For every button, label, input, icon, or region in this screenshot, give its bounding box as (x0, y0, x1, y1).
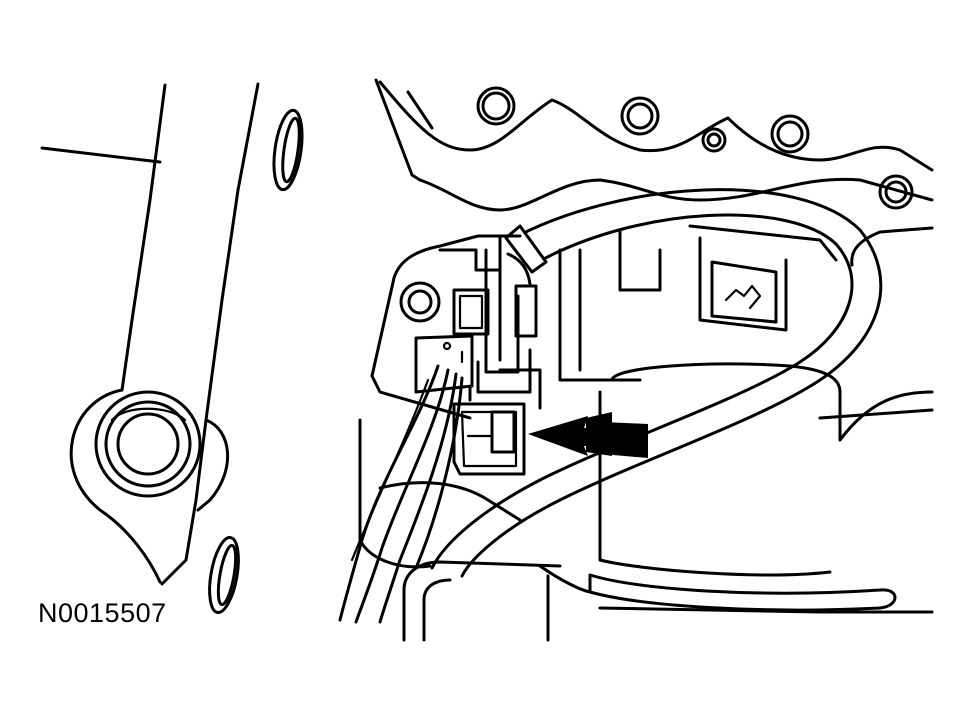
bottom-plate (402, 560, 934, 642)
electrical-connector (414, 234, 542, 476)
bracket-slot-upper (272, 108, 304, 192)
wiring-harness-loop (430, 188, 883, 578)
bracket-hole (94, 390, 202, 498)
transmission-housing (374, 78, 934, 267)
wire-bundle (338, 364, 464, 624)
left-bracket (40, 82, 260, 586)
bracket-slot-lower (208, 536, 240, 614)
double-arrow-icon (528, 412, 648, 458)
figure-id-label: N0015507 (38, 598, 167, 628)
